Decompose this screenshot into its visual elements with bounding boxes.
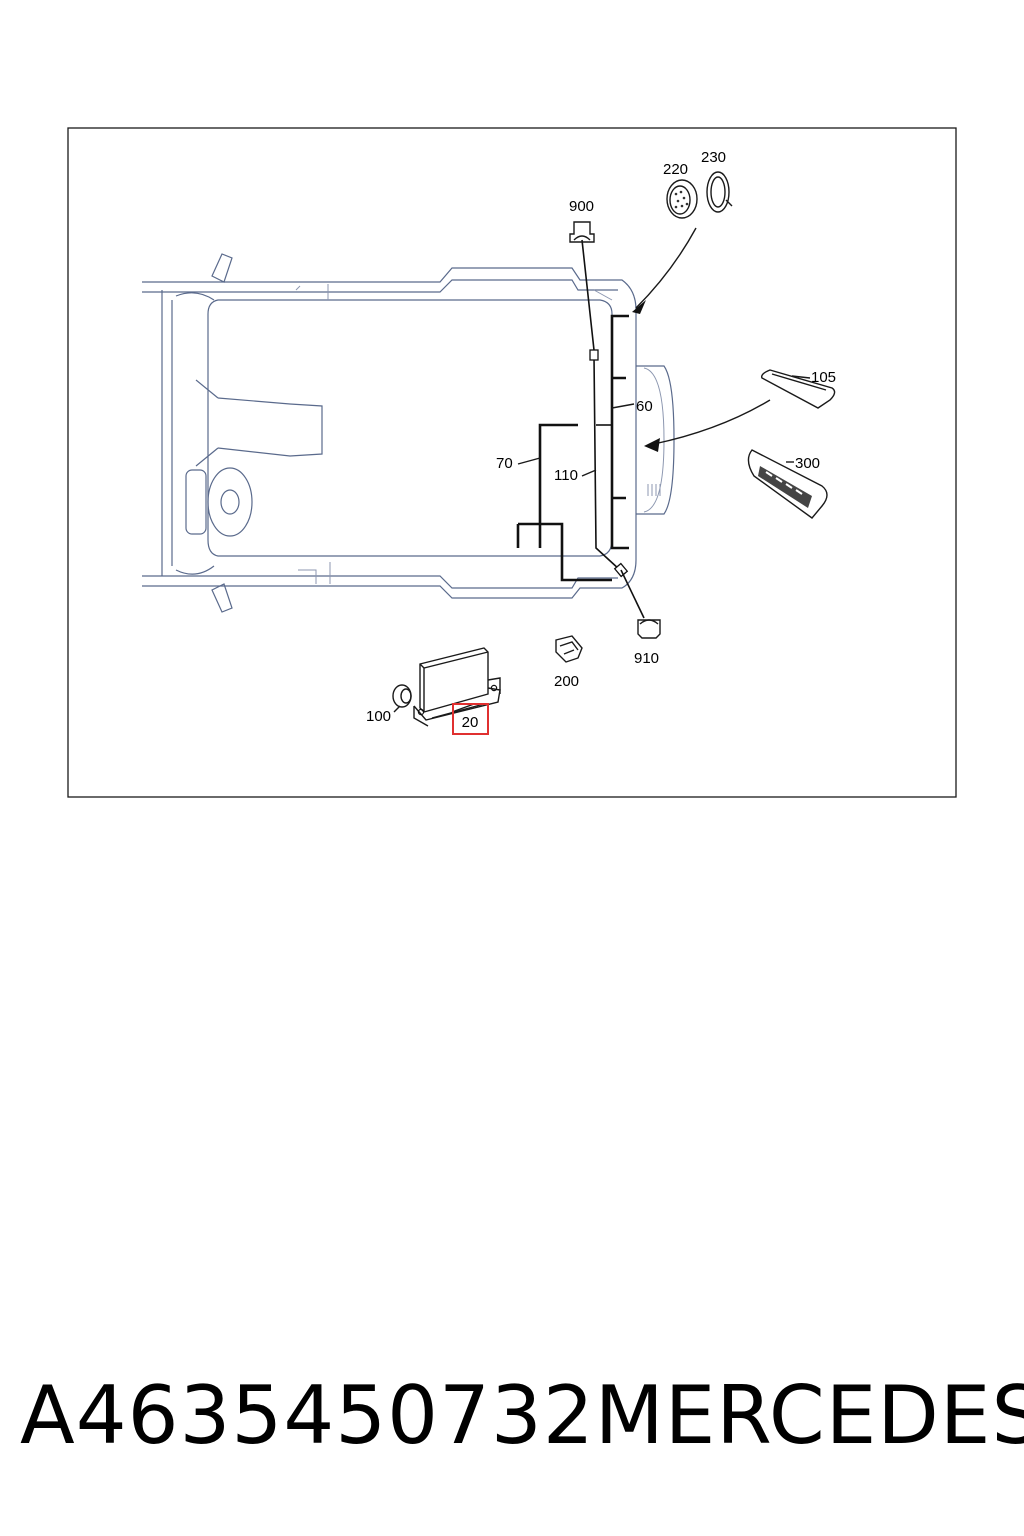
leader-lines bbox=[393, 375, 811, 713]
callout-70: 70 bbox=[496, 455, 513, 472]
parts-diagram: 20 60 70 100 105 110 200 220 230 300 900… bbox=[67, 127, 957, 798]
caption-bar: A4635450732 MERCEDES bbox=[20, 1360, 1024, 1470]
switch-panel-300 bbox=[747, 449, 828, 519]
callout-20: 20 bbox=[462, 714, 479, 731]
grommet-100 bbox=[392, 684, 412, 708]
callout-200: 200 bbox=[554, 673, 579, 690]
control-unit-20 bbox=[413, 647, 501, 727]
callout-220: 220 bbox=[663, 161, 688, 178]
callout-110: 110 bbox=[554, 467, 578, 484]
callout-230: 230 bbox=[701, 149, 726, 166]
clip-200 bbox=[555, 635, 583, 663]
callout-105: 105 bbox=[811, 369, 836, 386]
brand-name: MERCEDES bbox=[594, 1368, 1024, 1462]
arrow-head-speaker bbox=[632, 300, 646, 314]
wiring-harness bbox=[516, 239, 645, 619]
callout-900: 900 bbox=[569, 198, 594, 215]
pad-105 bbox=[760, 369, 836, 409]
connector-910 bbox=[637, 619, 661, 639]
arrow-speaker bbox=[635, 227, 697, 309]
callout-300: 300 bbox=[795, 455, 820, 472]
callout-100: 100 bbox=[366, 708, 391, 725]
connector-900 bbox=[569, 221, 595, 243]
callout-910: 910 bbox=[634, 650, 659, 667]
diagram-frame bbox=[67, 127, 957, 798]
speaker-ring-230 bbox=[706, 171, 733, 213]
part-number: A4635450732 bbox=[20, 1368, 595, 1462]
callout-60: 60 bbox=[636, 398, 653, 415]
speaker-220 bbox=[666, 179, 698, 219]
highlight-box-20 bbox=[452, 703, 489, 735]
diagram-canvas: 20 60 70 100 105 110 200 220 230 300 900… bbox=[67, 127, 957, 798]
arrow-pad bbox=[653, 399, 771, 445]
arrow-head-pad bbox=[644, 438, 660, 452]
